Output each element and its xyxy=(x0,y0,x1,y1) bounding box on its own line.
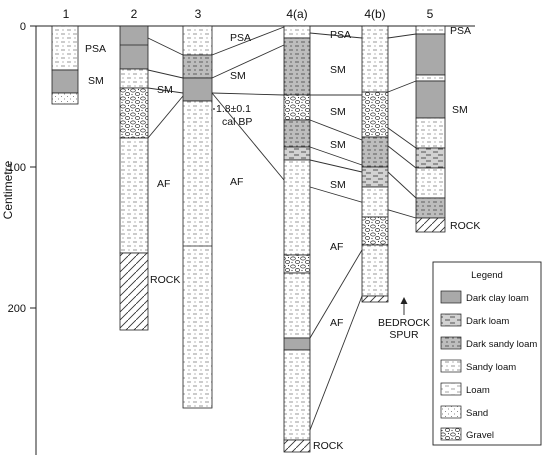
label-psa-3: PSA xyxy=(230,32,251,44)
tick-200: 200 xyxy=(8,303,26,315)
label-psa-4a: PSA xyxy=(330,29,351,41)
legend-label-loam: Loam xyxy=(466,385,490,396)
legend-label-dark-loam: Dark loam xyxy=(466,316,509,327)
label-sm-4a-2: SM xyxy=(330,106,346,118)
legend-swatch-dark-loam xyxy=(440,313,462,327)
header-col-5: 5 xyxy=(427,7,434,21)
label-af-3: AF xyxy=(230,176,243,188)
column-1 xyxy=(51,25,79,105)
legend: Legend Dark clay loam Dark loam Dark san… xyxy=(432,261,542,446)
legend-label-dark-sandy-loam: Dark sandy loam xyxy=(466,339,537,350)
depth-axis: 0 100 200 Centimetre xyxy=(1,21,475,455)
label-psa-1: PSA xyxy=(85,43,106,55)
label-bedrock: BEDROCK xyxy=(378,317,430,329)
legend-label-sand: Sand xyxy=(466,408,488,419)
label-rock-4: ROCK xyxy=(313,440,343,452)
label-sm-3: SM xyxy=(230,70,246,82)
tick-100: 100 xyxy=(8,162,26,174)
header-col-3: 3 xyxy=(195,7,202,21)
header-col-4b: 4(b) xyxy=(364,7,385,21)
header-col-2: 2 xyxy=(131,7,138,21)
legend-swatch-loam xyxy=(440,382,462,396)
label-rock-2: ROCK xyxy=(150,274,180,286)
correlation-lines xyxy=(147,26,417,431)
unit-labels: PSA SM PSA PSA PSA SM SM SM SM SM SM SM … xyxy=(85,25,480,452)
label-sm-4a-1: SM xyxy=(330,64,346,76)
label-date-1: 1.8±0.1 xyxy=(216,103,251,115)
column-5 xyxy=(415,25,446,233)
label-af-2: AF xyxy=(157,178,170,190)
label-af-4a-1: AF xyxy=(330,241,343,253)
label-psa-5: PSA xyxy=(450,25,471,37)
label-sm-2: SM xyxy=(157,84,173,96)
label-sm-1: SM xyxy=(88,75,104,87)
column-3 xyxy=(182,25,213,409)
legend-swatch-dark-sandy-loam xyxy=(440,336,462,350)
legend-label-sandy-loam: Sandy loam xyxy=(466,362,516,373)
bedrock-arrow xyxy=(400,297,408,315)
header-col-4a: 4(a) xyxy=(286,7,307,21)
legend-title: Legend xyxy=(471,270,503,281)
label-spur: SPUR xyxy=(389,329,419,341)
column-4a xyxy=(283,25,311,453)
legend-swatch-sandy-loam xyxy=(440,359,462,373)
label-date-2: cal BP xyxy=(222,116,252,128)
legend-swatch-dark-clay-loam xyxy=(440,290,462,304)
legend-swatch-sand xyxy=(440,405,462,419)
legend-swatch-gravel xyxy=(440,427,462,441)
header-col-1: 1 xyxy=(63,7,70,21)
column-4b xyxy=(361,25,389,303)
legend-label-dark-clay-loam: Dark clay loam xyxy=(466,293,529,304)
label-sm-5: SM xyxy=(452,104,468,116)
label-af-4a-2: AF xyxy=(330,317,343,329)
legend-label-gravel: Gravel xyxy=(466,430,494,441)
label-sm-4a-3: SM xyxy=(330,139,346,151)
column-2 xyxy=(119,25,149,331)
tick-0: 0 xyxy=(20,21,26,33)
label-sm-4a-4: SM xyxy=(330,179,346,191)
axis-label: Centimetre xyxy=(1,160,15,219)
column-headers: 1 2 3 4(a) 4(b) 5 xyxy=(63,7,434,21)
label-rock-5: ROCK xyxy=(450,220,480,232)
